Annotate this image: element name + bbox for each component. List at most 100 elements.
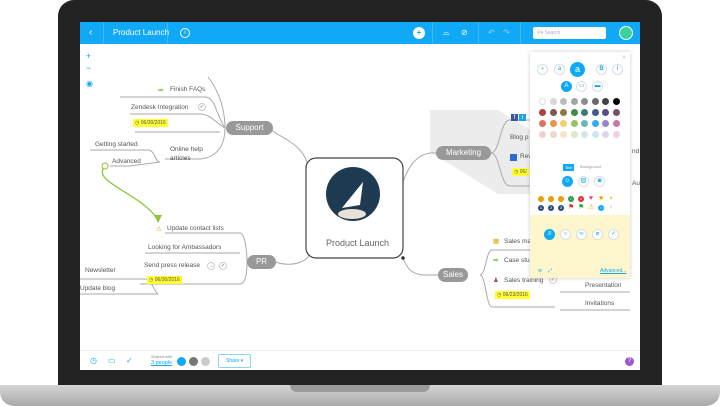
task-button[interactable]: ✓ <box>608 229 619 240</box>
redo-icon[interactable]: ↷ <box>503 28 510 37</box>
color-swatch[interactable] <box>581 120 588 127</box>
node-presentation[interactable]: Presentation <box>585 282 622 289</box>
back-icon[interactable]: ‹ <box>89 27 93 38</box>
font-smaller-button[interactable]: + <box>537 64 548 75</box>
color-swatch[interactable] <box>539 109 546 116</box>
background-color-tab[interactable]: Background <box>580 164 602 169</box>
connect-icon[interactable]: ⌓ <box>443 28 450 37</box>
color-swatch[interactable] <box>560 98 567 105</box>
link-handle[interactable] <box>101 162 109 170</box>
node-rev[interactable]: Rev <box>520 153 532 160</box>
info-icon[interactable]: i <box>598 205 604 211</box>
zoom-out-icon[interactable]: − <box>86 63 92 73</box>
central-node-label[interactable]: Product Launch <box>326 238 390 248</box>
color-swatch[interactable] <box>560 120 567 127</box>
history-icon[interactable]: ◷ <box>90 356 97 365</box>
heart-icon[interactable]: ♥ <box>588 195 594 202</box>
color-swatch[interactable] <box>591 109 599 116</box>
bulb-icon[interactable]: ✦ <box>608 196 614 202</box>
text-color-tab[interactable]: Text <box>563 164 575 171</box>
color-swatch[interactable] <box>560 109 567 116</box>
comment-button[interactable]: ○ <box>560 229 571 240</box>
node-support[interactable]: Support <box>226 121 273 135</box>
bold-button[interactable]: B <box>596 64 607 75</box>
node-pr[interactable]: PR <box>247 255 276 269</box>
undo-icon[interactable]: ↶ <box>488 28 495 37</box>
node-invitations[interactable]: Invitations <box>585 300 615 307</box>
color-swatch[interactable] <box>591 120 599 127</box>
node-advanced[interactable]: Advanced <box>112 158 141 165</box>
color-swatch[interactable] <box>612 98 620 105</box>
user-avatar[interactable] <box>619 26 633 40</box>
color-swatch[interactable] <box>591 131 599 138</box>
help-button[interactable]: ? <box>625 357 634 366</box>
node-update-blog[interactable]: Update blog <box>80 285 116 292</box>
close-icon[interactable]: × <box>622 54 626 61</box>
color-swatch[interactable] <box>570 131 578 138</box>
notes-button[interactable]: ≡ <box>544 229 555 240</box>
node-online-help[interactable]: Online help articles <box>170 146 203 162</box>
node-marketing[interactable]: Marketing <box>436 146 491 160</box>
node-zendesk[interactable]: Zendesk Integration <box>131 104 189 111</box>
color-swatch[interactable] <box>602 98 609 105</box>
color-swatch[interactable] <box>570 109 578 116</box>
color-swatch[interactable] <box>581 98 588 105</box>
node-sales[interactable]: Sales <box>438 268 468 282</box>
image-style-tab[interactable]: ▭ <box>576 81 587 92</box>
color-swatch[interactable] <box>602 109 609 116</box>
search-input[interactable]: ⚲▾ Search <box>533 27 606 39</box>
star-icon[interactable]: ★ <box>598 195 605 202</box>
color-swatch[interactable] <box>602 131 609 138</box>
attachment-button[interactable]: ⌀ <box>592 229 603 240</box>
people-link[interactable]: 3 people <box>151 360 173 366</box>
map-title[interactable]: Product Launch <box>113 28 170 37</box>
tasks-icon[interactable]: ✓ <box>126 356 133 365</box>
avatar[interactable] <box>177 357 186 366</box>
block-icon[interactable]: ⊘ <box>461 28 468 37</box>
center-icon[interactable]: ◉ <box>86 79 93 88</box>
color-swatch[interactable] <box>612 131 620 138</box>
emoji-tab[interactable]: ☺ <box>562 176 573 187</box>
color-swatch[interactable] <box>549 109 557 116</box>
sad-icon[interactable] <box>558 196 564 202</box>
next-icon[interactable]: → <box>207 262 215 270</box>
neutral-icon[interactable] <box>548 196 554 202</box>
node-press-release[interactable]: Send press release <box>144 262 201 269</box>
color-swatch[interactable] <box>602 120 609 127</box>
node-ambassadors[interactable]: Looking for Ambassadors <box>148 244 222 251</box>
color-swatch[interactable] <box>612 109 620 116</box>
node-update-contacts[interactable]: Update contact lists <box>167 225 224 232</box>
add-icon[interactable]: + <box>413 27 425 39</box>
zoom-in-icon[interactable]: + <box>86 51 92 61</box>
node-partial[interactable]: Au <box>632 180 640 187</box>
italic-button[interactable]: I <box>612 64 623 75</box>
color-swatch[interactable] <box>539 98 546 105</box>
note-area[interactable] <box>530 215 630 278</box>
smile-icon[interactable] <box>538 196 544 202</box>
text-style-tab[interactable]: A <box>561 81 572 92</box>
color-swatch[interactable] <box>581 131 588 138</box>
photo-tab[interactable]: ◙ <box>594 176 605 187</box>
color-swatch[interactable] <box>612 120 620 127</box>
node-partial[interactable]: nd <box>632 148 640 155</box>
color-swatch[interactable] <box>539 120 546 127</box>
color-swatch[interactable] <box>560 131 567 138</box>
present-icon[interactable]: ▭ <box>108 356 116 365</box>
color-swatch[interactable] <box>591 98 599 105</box>
color-swatch[interactable] <box>539 131 546 138</box>
color-swatch[interactable] <box>570 98 578 105</box>
color-swatch[interactable] <box>549 131 557 138</box>
red-flag-icon[interactable]: ⚑ <box>568 204 575 211</box>
info-icon[interactable]: i <box>180 28 190 38</box>
node-finish-faqs[interactable]: Finish FAQs <box>170 86 206 93</box>
picture-tab[interactable]: ▨ <box>578 176 589 187</box>
font-large-button[interactable]: a <box>570 62 585 77</box>
avatar[interactable] <box>189 357 198 366</box>
color-swatch[interactable] <box>581 109 588 116</box>
resize-handle[interactable] <box>401 256 405 260</box>
node-newsletter[interactable]: Newsletter <box>85 267 116 274</box>
remove-icon[interactable]: ⊘ <box>538 268 543 274</box>
node-sales-training[interactable]: Sales training <box>504 277 544 284</box>
warning-icon[interactable]: ⚠ <box>588 204 595 211</box>
link-button[interactable]: ∞ <box>576 229 587 240</box>
